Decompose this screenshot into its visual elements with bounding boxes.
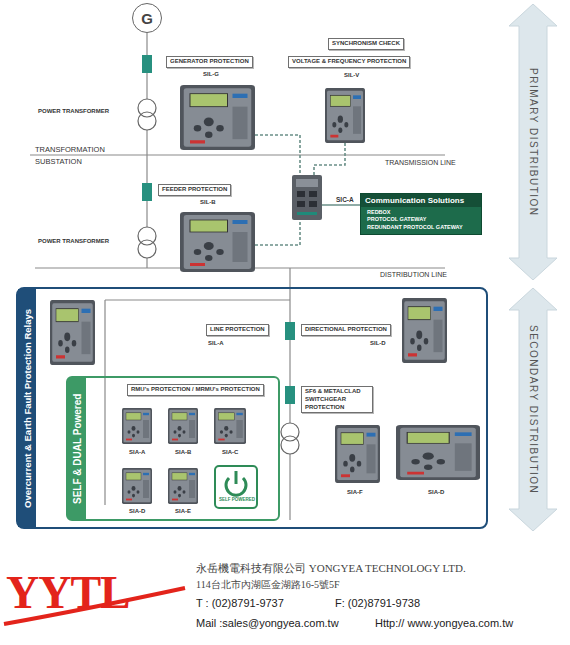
communication-links [255,135,345,245]
relay-device [168,408,198,444]
node-title: SF6 & METALCLAD SWITCHGEAR PROTECTION [305,388,369,411]
distribution-arrow: SECONDARY DISTRIBUTION [509,288,557,531]
self-powered-icon [215,466,257,508]
relay-device [325,88,365,143]
relay-device [180,85,255,150]
icon-label: SELF POWERED [219,497,255,502]
wire [104,300,105,505]
breaker-symbol [142,55,152,73]
node-title: Communication Solutions [361,194,481,207]
node-text: PROTOCOL GATEWAY [361,216,481,223]
breaker-symbols [142,55,295,404]
label-box: SYNCHRONISM CHECK [328,38,404,50]
relay-device [214,408,246,444]
wire [146,258,147,268]
relay-device [335,425,380,483]
label-box: SF6 & METALCLAD SWITCHGEAR PROTECTION [301,386,373,413]
relay-device [50,300,95,365]
model-label: SIL-V [344,72,359,78]
gateway-device [292,175,322,220]
label-box: RMU's PROTECTION / MRMU's PROTECTION [127,384,264,396]
model-label: SIA-A [129,449,145,455]
node-title: SELF & DUAL Powered [68,378,86,519]
comm-link [314,143,345,175]
relay-device [180,212,255,272]
equipment-label: POWER TRANSFORMER [38,238,109,244]
contact-info: T : (02)8791-9737 [196,597,284,609]
double-arrow [509,4,557,280]
transformer-symbols [138,99,299,454]
model-label: SIL-G [203,71,219,77]
company-name: 永岳機電科技有限公司 YONGYEA TECHNOLOGY LTD. [196,561,466,576]
breaker-symbol [285,386,295,404]
node-title: PRIMARY DISTRIBUTION [528,68,539,217]
label-box: DIRECTIONAL PROTECTION [301,324,391,336]
model-label: SIL-A [208,340,224,346]
node-text: REDUNDANT PROTOCOL GATEWAY [361,224,481,231]
transformer-winding [138,112,156,130]
label-box: VOLTAGE & FREQUENCY PROTECTION [288,56,410,68]
logo-text: YYTL [6,566,130,619]
node-title: FEEDER PROTECTION [162,186,227,194]
node-title: G [141,10,153,27]
contact-info: Http:// www.yongyea.com.tw [375,617,513,629]
line-label: DISTRIBUTION LINE [380,271,447,278]
label-box: LINE PROTECTION [206,324,269,336]
node-text: REDBOX [361,209,481,216]
generator-circle: G [132,3,162,33]
model-label: SIA-F [347,489,363,495]
breaker-symbol [142,183,152,201]
wire [105,299,290,300]
model-label: SIA-D [428,489,444,495]
power-symbol [235,471,238,484]
wire [289,454,290,520]
node-title: RMU's PROTECTION / MRMU's PROTECTION [131,386,260,394]
relay-device [122,468,152,504]
node-title: SYNCHRONISM CHECK [332,40,400,48]
model-label: SIA-E [175,508,191,514]
relay-device [402,298,447,363]
busbar [30,154,445,155]
relay-device [122,408,152,444]
node-title: VOLTAGE & FREQUENCY PROTECTION [292,58,406,66]
contact-info: 114台北市內湖區金湖路16-5號5F [196,578,340,592]
contact-info: Mail :sales@yongyea.com.tw [196,617,339,629]
node-title: SECONDARY DISTRIBUTION [528,325,539,494]
transformer-winding [138,240,156,258]
model-label: SIA-B [175,449,191,455]
model-label: SIA-D [129,508,145,514]
relay-device [396,425,480,480]
solutions-box: Communication SolutionsREDBOXPROTOCOL GA… [360,193,482,235]
node-title: Overcurrent & Earth Fault Protection Rel… [18,289,36,527]
node-title: LINE PROTECTION [210,326,265,334]
equipment-label: POWER TRANSFORMER [38,108,109,114]
double-arrow [509,288,557,531]
section-label: TRANSFORMATION SUBSTATION [35,144,115,168]
contact-info: F: (02)8791-9738 [335,597,420,609]
line-label: TRANSMISSION LINE [385,159,456,166]
node-title: GENERATOR PROTECTION [170,58,249,66]
distribution-arrow: PRIMARY DISTRIBUTION [509,4,557,280]
comm-link [255,220,300,245]
model-label: SIL-B [200,199,216,205]
transformer-winding [281,436,299,454]
relay-device [168,468,198,504]
model-label: SIA-C [222,449,238,455]
label-box: FEEDER PROTECTION [158,184,231,196]
node-title: DIRECTIONAL PROTECTION [305,326,387,334]
comm-link [255,135,300,175]
group-frame: Overcurrent & Earth Fault Protection Rel… [16,287,488,529]
breaker-symbol [285,322,295,340]
label-box: GENERATOR PROTECTION [166,56,253,68]
model-label: SIC-A [336,196,354,203]
wire [146,130,147,227]
comm-link [322,204,360,205]
model-label: SIL-D [370,340,386,346]
